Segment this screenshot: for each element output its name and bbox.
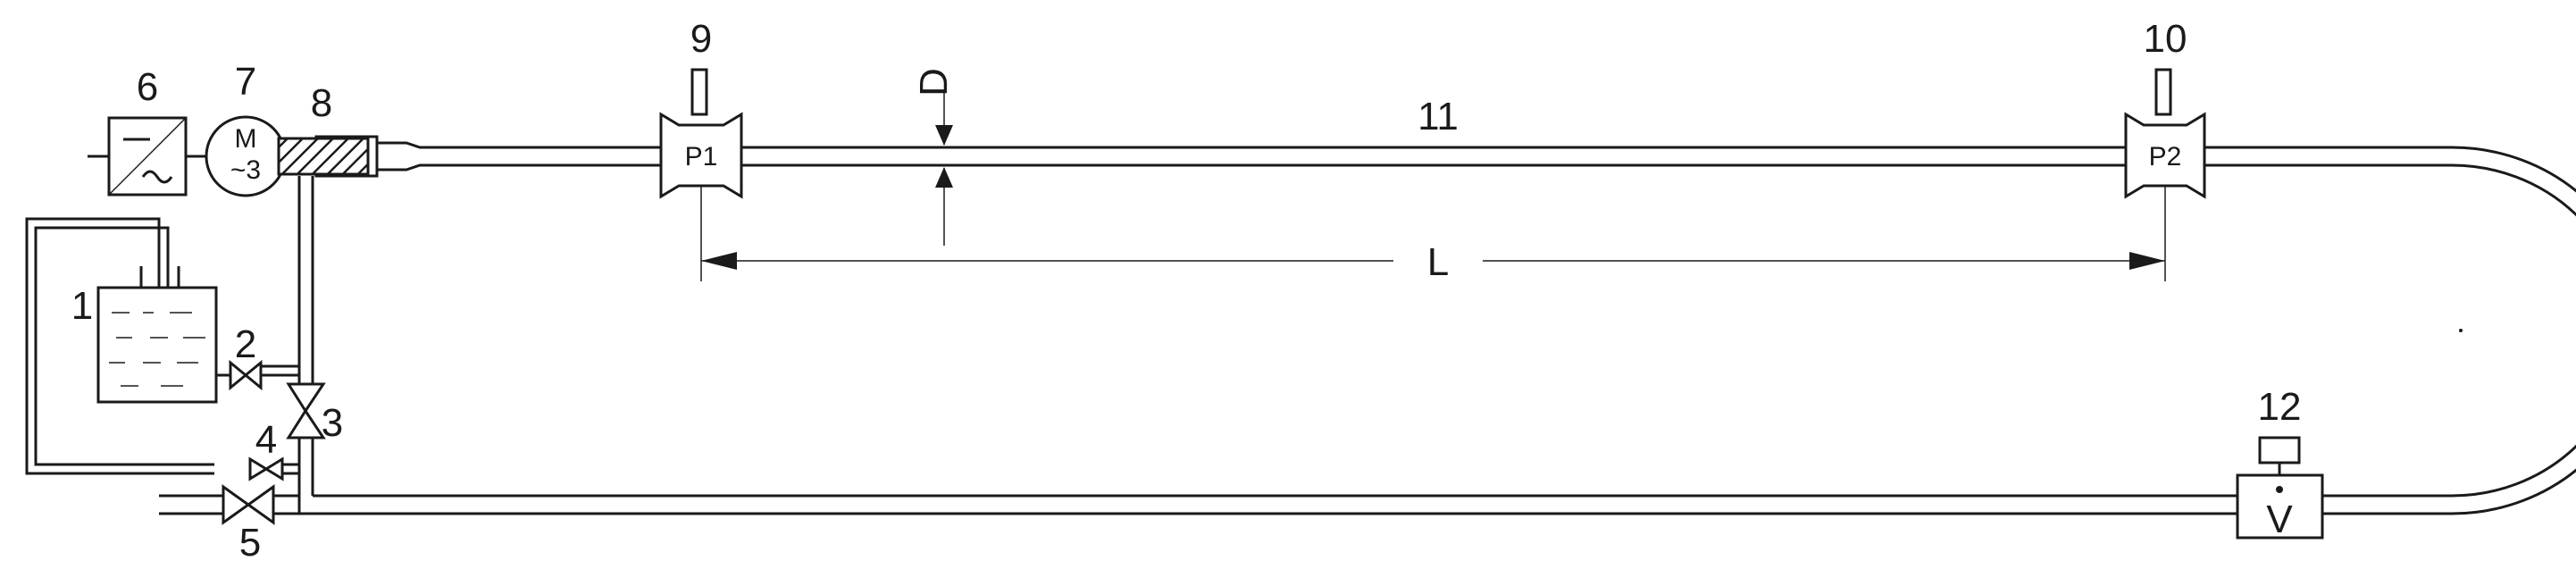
label-test-pipe: 11: [1418, 95, 1459, 138]
valve-5-icon: [222, 484, 299, 525]
label-valve-3: 3: [322, 401, 343, 445]
flowmeter-symbol: V: [2266, 498, 2293, 541]
diameter-label: D: [912, 68, 956, 96]
label-pressure-sensor-2: 10: [2144, 17, 2187, 61]
pressure-sensor-1-icon: P1: [659, 68, 743, 199]
valve-4-icon: [248, 456, 299, 481]
sensor-1-symbol: P1: [685, 142, 718, 172]
motor-icon: M ~3: [205, 115, 287, 197]
valve-3-icon: [286, 382, 326, 439]
motor-symbol-bottom: ~3: [230, 155, 261, 185]
label-pressure-sensor-1: 9: [690, 17, 712, 61]
flowmeter-icon: V: [2236, 436, 2324, 541]
pressure-sensor-2-icon: P2: [2124, 68, 2206, 199]
tank-return-line: [25, 217, 214, 475]
label-motor: 7: [235, 60, 256, 104]
label-valve-2: 2: [235, 322, 256, 366]
label-tank: 1: [71, 284, 93, 328]
label-valve-4: 4: [255, 418, 277, 462]
length-marker: L: [700, 186, 2166, 284]
stray-dot: [2459, 329, 2463, 332]
tank-drain-line: [216, 364, 299, 377]
label-inverter: 6: [137, 65, 158, 109]
inverter-icon: [88, 116, 207, 197]
label-valve-5: 5: [239, 521, 261, 565]
sensor-2-symbol: P2: [2149, 142, 2182, 172]
length-label: L: [1427, 240, 1449, 284]
diameter-marker: D: [912, 68, 956, 246]
main-pipe: [159, 141, 2576, 515]
motor-symbol-top: M: [235, 124, 257, 154]
label-flowmeter: 12: [2258, 385, 2302, 429]
pump-icon: [277, 135, 379, 178]
tank-icon: [96, 266, 218, 404]
valve-2-icon: [229, 359, 263, 391]
label-pump: 8: [311, 81, 332, 125]
